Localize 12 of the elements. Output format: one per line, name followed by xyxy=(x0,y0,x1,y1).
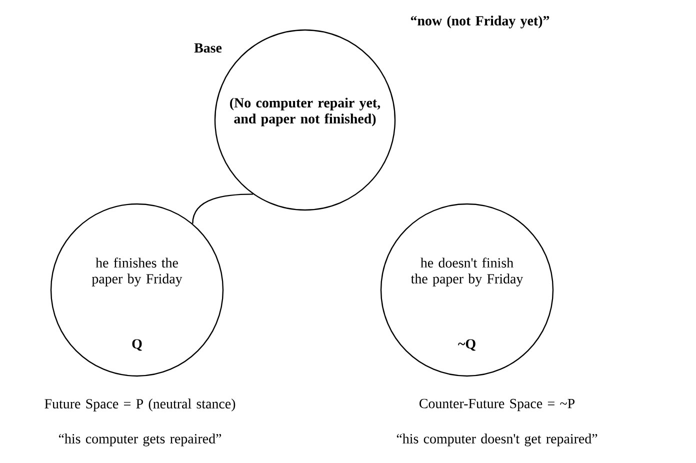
circle-text: he doesn't finish the paper by Friday xyxy=(410,258,524,286)
space-description: Future Space = P (neutral stance) xyxy=(44,398,236,412)
space-description: “now (not Friday yet)” xyxy=(410,16,550,28)
space-description: Counter-Future Space = ~P xyxy=(420,398,575,412)
connector-line xyxy=(192,194,254,224)
circle-text: he finishes the paper by Friday xyxy=(92,258,182,286)
circle-symbol: Q xyxy=(132,339,142,351)
space-description: “his computer gets repaired” xyxy=(58,434,222,446)
space-label: Base xyxy=(194,43,222,53)
space-description: “his computer doesn't get repaired” xyxy=(396,434,598,446)
circle-text: (No computer repair yet, and paper not finished) xyxy=(230,98,380,126)
circle-symbol: ~Q xyxy=(458,339,476,351)
